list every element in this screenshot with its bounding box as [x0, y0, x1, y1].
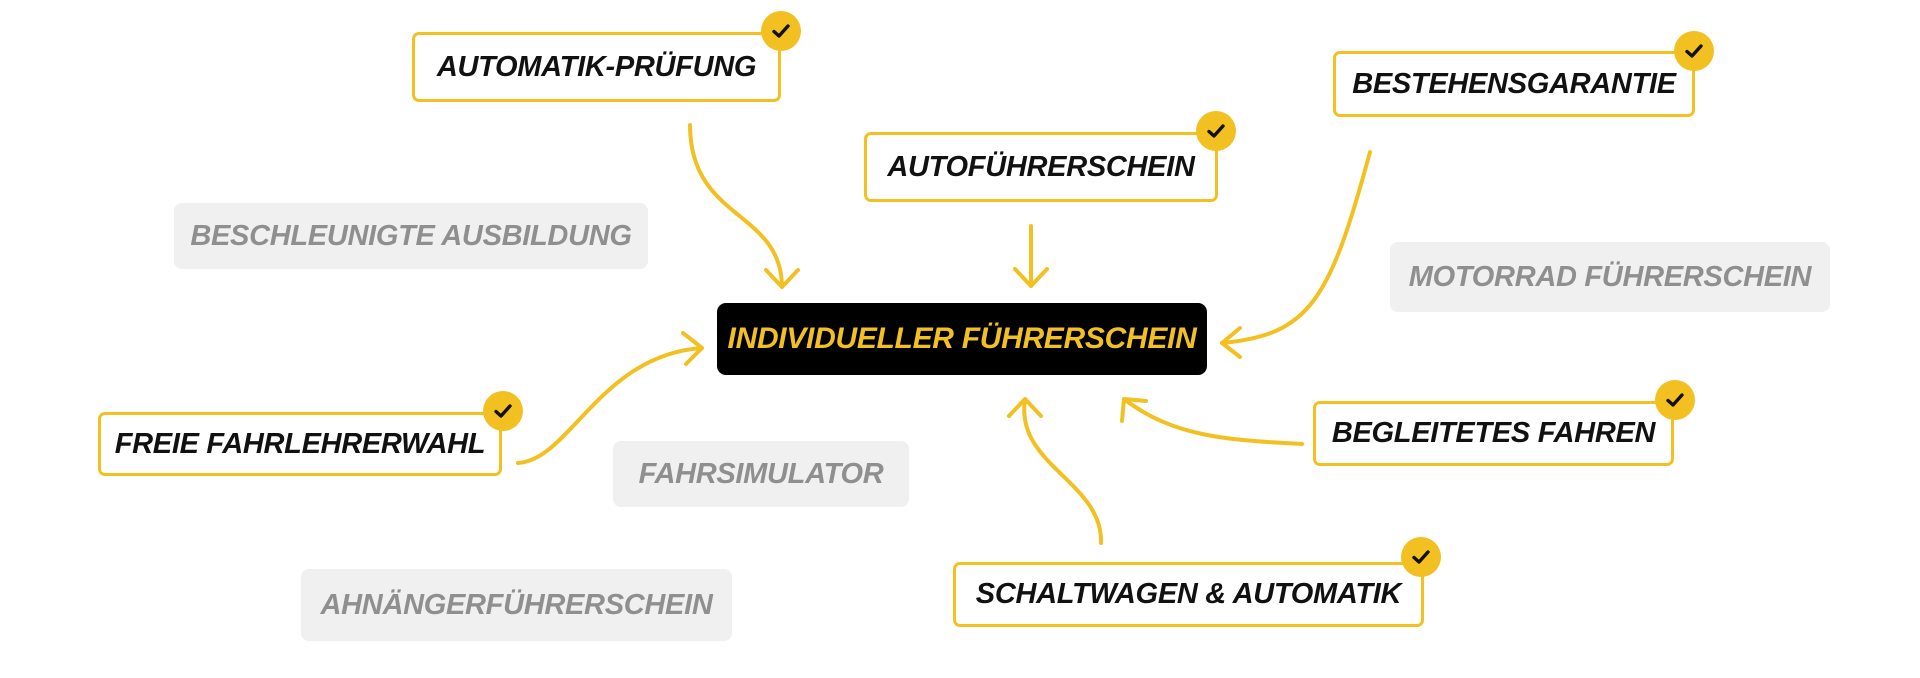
feature-bestehensgarantie: BESTEHENSGARANTIE	[1333, 51, 1695, 117]
option-label: MOTORRAD FÜHRERSCHEIN	[1408, 260, 1812, 293]
arrowhead-bestehensgarantie	[1220, 326, 1242, 359]
center-node-individueller-fuehrerschein: INDIVIDUELLER FÜHRERSCHEIN	[717, 303, 1207, 375]
option-fahrsimulator: FAHRSIMULATOR	[613, 441, 909, 507]
arrowhead-begleitetes-fahren	[1120, 397, 1148, 423]
option-ahnaengerfuehrerschein: AHNÄNGERFÜHRERSCHEIN	[301, 569, 732, 641]
feature-schaltwagen-automatik: SCHALTWAGEN & AUTOMATIK	[953, 562, 1424, 627]
arrowhead-autofuehrerschein	[1013, 267, 1049, 288]
feature-label: FREIE FAHRLEHRERWAHL	[114, 427, 486, 460]
arrowhead-freie-fahrlehrerwahl	[681, 331, 704, 366]
check-icon	[1401, 537, 1441, 577]
arrow-freie-fahrlehrerwahl	[516, 346, 704, 465]
arrow-schaltwagen-automatik	[1022, 398, 1104, 545]
option-beschleunigte-ausbildung: BESCHLEUNIGTE AUSBILDUNG	[174, 203, 648, 269]
feature-label: BEGLEITETES FAHREN	[1331, 417, 1656, 449]
feature-automatik-pruefung: AUTOMATIK-PRÜFUNG	[412, 32, 781, 102]
center-label: INDIVIDUELLER FÜHRERSCHEIN	[727, 322, 1197, 355]
feature-freie-fahrlehrerwahl: FREIE FAHRLEHRERWAHL	[98, 412, 502, 476]
arrow-bestehensgarantie	[1220, 150, 1372, 345]
option-motorrad-fuehrerschein: MOTORRAD FÜHRERSCHEIN	[1390, 242, 1830, 312]
option-label: FAHRSIMULATOR	[638, 457, 884, 490]
arrowhead-schaltwagen-automatik	[1007, 397, 1043, 418]
arrowhead-automatik-pruefung	[764, 268, 800, 289]
check-icon	[1655, 380, 1695, 420]
arrow-automatik-pruefung	[688, 123, 784, 287]
feature-begleitetes-fahren: BEGLEITETES FAHREN	[1313, 401, 1674, 466]
feature-label: AUTOFÜHRERSCHEIN	[887, 150, 1195, 183]
option-label: AHNÄNGERFÜHRERSCHEIN	[320, 588, 713, 621]
option-label: BESCHLEUNIGTE AUSBILDUNG	[190, 219, 632, 252]
check-icon	[1196, 111, 1236, 151]
feature-label: AUTOMATIK-PRÜFUNG	[436, 50, 757, 83]
feature-autofuehrerschein: AUTOFÜHRERSCHEIN	[864, 132, 1218, 202]
feature-label: BESTEHENSGARANTIE	[1352, 67, 1676, 100]
check-icon	[761, 11, 801, 51]
arrow-begleitetes-fahren	[1122, 397, 1304, 446]
feature-label: SCHALTWAGEN & AUTOMATIK	[975, 578, 1402, 610]
check-icon	[483, 391, 523, 431]
check-icon	[1674, 31, 1714, 71]
